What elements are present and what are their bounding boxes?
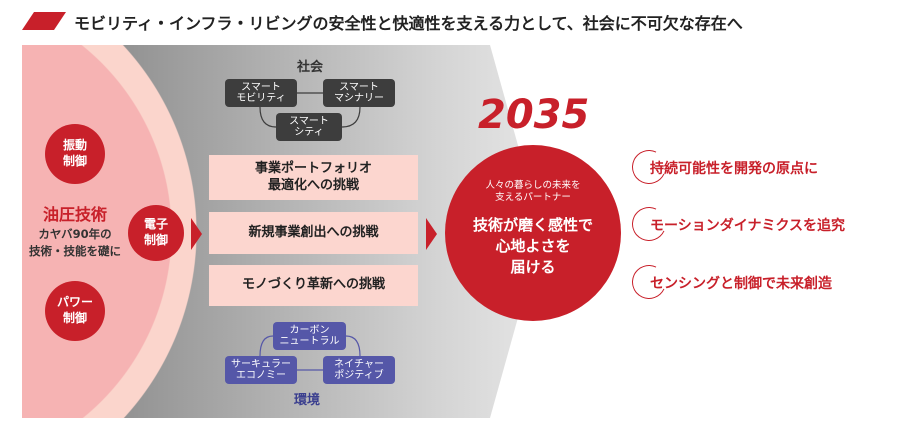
core-label: 油圧技術: [42, 205, 107, 224]
vision-main: 技術が磨く感性で 心地よさを 届ける: [472, 216, 593, 276]
society-label: 社会: [296, 60, 323, 75]
vision-circle: [445, 145, 621, 321]
environment-box: サーキュラー エコノミー: [225, 356, 297, 384]
vision-sub: 人々の暮らしの未来を 支えるパートナー: [485, 180, 581, 204]
society-box: スマート シティ: [276, 113, 342, 141]
environment-label: 環境: [293, 393, 320, 408]
society-box: スマート モビリティ: [225, 79, 297, 107]
arrow-right-icon: [426, 218, 437, 250]
environment-box: ネイチャー ポジティブ: [323, 356, 395, 384]
environment-box: カーボン ニュートラル: [273, 322, 346, 350]
challenge-box: 新規事業創出への挑戦: [209, 212, 418, 254]
vision-year: 2035: [478, 92, 590, 138]
vibration-control-circle: 振動 制御: [45, 124, 105, 184]
page-title: モビリティ・インフラ・リビングの安全性と快適性を支える力として、社会に不可欠な存…: [74, 14, 743, 33]
electronic-control-circle: 電子 制御: [128, 205, 184, 261]
core-sub: カヤバ90年の 技術・技能を礎に: [29, 227, 121, 258]
power-control-circle: パワー 制御: [45, 281, 105, 341]
title-marker: [22, 12, 66, 30]
arrow-right-icon: [191, 218, 202, 250]
society-box: スマート マシナリー: [323, 79, 395, 107]
challenge-box: 事業ポートフォリオ 最適化への挑戦: [209, 155, 418, 200]
challenge-box: モノづくり革新への挑戦: [209, 265, 418, 306]
